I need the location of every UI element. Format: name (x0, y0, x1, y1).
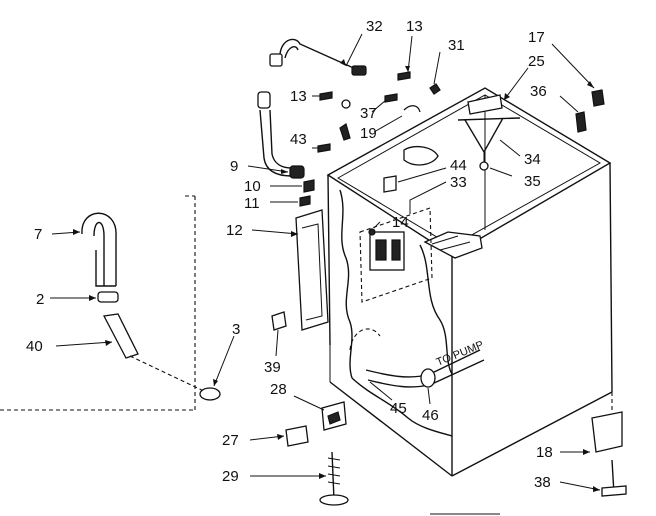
callout-37: 37 (360, 105, 377, 122)
external-hose (0, 195, 221, 411)
lower-parts (271, 311, 349, 506)
callout-13: 13 (406, 18, 423, 35)
callout-labels: 32 13 31 17 25 36 13 37 19 43 34 9 44 35… (26, 18, 553, 491)
callout-7: 7 (34, 226, 42, 243)
callout-31: 31 (448, 37, 465, 54)
callout-29: 29 (222, 468, 239, 485)
pump-hose (349, 328, 485, 388)
callout-25: 25 (528, 53, 545, 70)
callout-46: 46 (422, 407, 439, 424)
callout-38: 38 (534, 474, 551, 491)
callout-40: 40 (26, 338, 43, 355)
callout-35: 35 (524, 173, 541, 190)
callout-17: 17 (528, 29, 545, 46)
callout-2: 2 (36, 291, 44, 308)
suspension-bracket (457, 94, 521, 171)
callout-27: 27 (222, 432, 239, 449)
screws-top (317, 71, 605, 153)
arrowheads (73, 59, 600, 492)
callout-39: 39 (264, 359, 281, 376)
cabinet (326, 87, 613, 477)
callout-14: 14 (392, 214, 409, 231)
callout-32: 32 (366, 18, 383, 35)
side-panel (295, 209, 329, 331)
callout-3: 3 (232, 321, 240, 338)
callout-18: 18 (536, 444, 553, 461)
callout-11: 11 (244, 195, 260, 212)
callout-33: 33 (450, 174, 467, 191)
callout-12: 12 (226, 222, 243, 239)
leader-lines (50, 33, 601, 491)
callout-13: 13 (290, 88, 307, 105)
control-bracket (359, 145, 439, 303)
callout-34: 34 (524, 151, 541, 168)
to-pump-note: TO PUMP (435, 339, 486, 369)
callout-9: 9 (230, 158, 238, 175)
callout-36: 36 (530, 83, 547, 100)
callout-19: 19 (360, 125, 377, 142)
callout-28: 28 (270, 381, 287, 398)
callout-44: 44 (450, 157, 467, 174)
callout-10: 10 (244, 178, 261, 195)
callout-43: 43 (290, 131, 307, 148)
right-foot-parts (591, 392, 627, 497)
fill-hose (269, 38, 367, 76)
callout-45: 45 (390, 400, 407, 417)
drain-hose (257, 91, 315, 207)
